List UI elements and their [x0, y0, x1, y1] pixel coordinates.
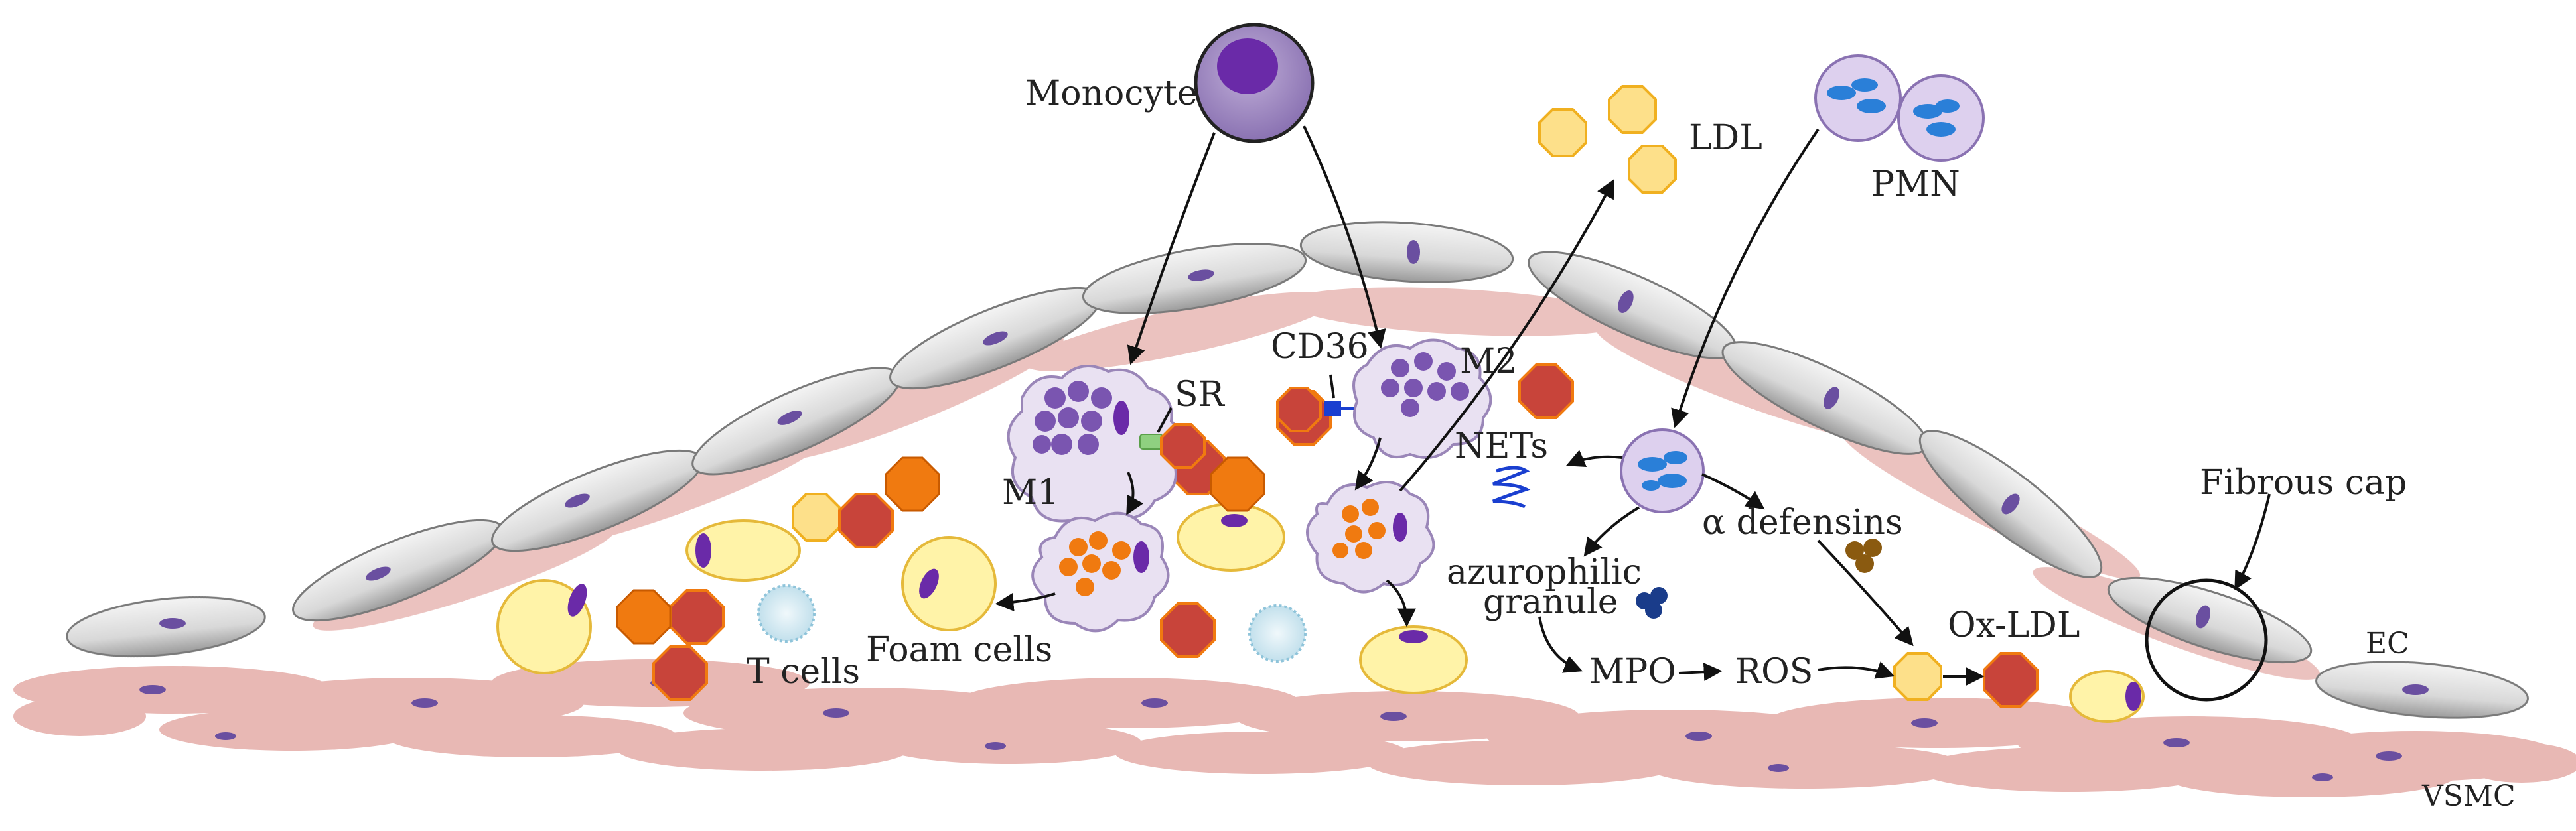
- arrows: [995, 125, 2271, 686]
- arrow-pmn-to-defensins: [1701, 473, 1765, 510]
- sr-bound-ox-ldl: [1160, 423, 1206, 469]
- orange-particles: [616, 456, 1265, 645]
- macrophage-m2-lipid: [1306, 481, 1435, 594]
- arrow-m2-to-lipid: [1354, 437, 1382, 491]
- arrow-lipid-to-ldl: [1399, 179, 1614, 492]
- macrophage-m1-lipid: [1031, 511, 1170, 633]
- macrophage-m2: [1352, 338, 1492, 459]
- monocyte-label: Monocyte: [1025, 74, 1198, 113]
- t-cells-label: T cells: [747, 652, 860, 692]
- nets-label: NETs: [1455, 426, 1548, 466]
- azurophilic-label-line2: granule: [1483, 582, 1618, 622]
- endothelial-nuclei: [159, 240, 2429, 695]
- pmn-cell-tissue: [1620, 428, 1705, 513]
- mpo-label: MPO: [1589, 652, 1676, 692]
- vsmc-label: VSMC: [2421, 779, 2516, 813]
- monocyte-cell: [1194, 23, 1315, 143]
- sr-label: SR: [1175, 375, 1226, 415]
- arrow-lipid-to-foam-cell-2: [1386, 579, 1416, 627]
- arrow-lipid-to-foam-cell: [995, 592, 1056, 611]
- cd36-leader-line: [1329, 374, 1335, 399]
- m2-label: M2: [1460, 342, 1517, 381]
- arrow-m1-to-lipid: [1126, 472, 1144, 515]
- arrow-pmn-to-tissue: [1671, 128, 1820, 428]
- foam-cells: [496, 503, 2145, 723]
- cd36-receptor: [1324, 401, 1354, 416]
- alpha-defensins-label: α defensins: [1702, 503, 1903, 543]
- fibrous-cap-label: Fibrous cap: [2200, 463, 2407, 503]
- ox-ldl-label: Ox-LDL: [1948, 606, 2080, 645]
- cd36-label: CD36: [1271, 327, 1369, 367]
- arrow-pmn-to-nets: [1565, 450, 1623, 468]
- arrow-ros-to-ldl: [1818, 661, 1895, 679]
- azurophilic-granule-icon: [1636, 587, 1668, 619]
- arrow-azurophilic-to-mpo: [1538, 616, 1583, 673]
- t-cells: [757, 584, 1307, 663]
- cd36-bound-ox-ldl: [1276, 387, 1322, 432]
- arrow-monocyte-to-m1: [1127, 132, 1216, 365]
- foam-cells-label: Foam cells: [866, 630, 1052, 670]
- nets-icon: [1492, 466, 1531, 509]
- ldl-label: LDL: [1689, 118, 1762, 158]
- ros-label: ROS: [1735, 652, 1813, 692]
- m1-label: M1: [1002, 473, 1059, 513]
- arrow-defensins-to-ldl: [1817, 539, 1914, 647]
- foam-cell-nuclei: [567, 514, 2141, 711]
- pmn-label: PMN: [1871, 164, 1960, 204]
- macrophage-m1: [1007, 365, 1184, 528]
- ec-label: EC: [2366, 627, 2409, 661]
- arrow-pmn-to-azurophilic: [1583, 506, 1640, 557]
- sr-leader-line: [1157, 407, 1173, 433]
- alpha-defensins-icon: [1845, 539, 1882, 573]
- fibrous-cap-marker: [2145, 578, 2268, 702]
- arrow-monocyte-to-m2: [1303, 125, 1386, 349]
- ldl-particles: [792, 85, 1942, 701]
- azurophilic-label-line1: azurophilic: [1447, 552, 1642, 592]
- pmn-cells-blood: [1814, 54, 1985, 162]
- arrow-label-to-fibrous-cap: [2234, 493, 2271, 590]
- sr-receptor: [1139, 434, 1163, 450]
- arrow-mpo-to-ros: [1678, 663, 1723, 682]
